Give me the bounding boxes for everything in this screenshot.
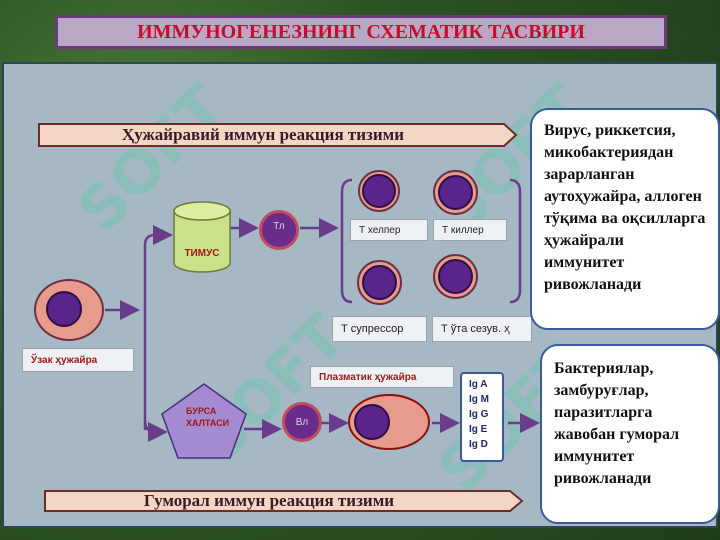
title-banner: ИММУНОГЕНЕЗНИНГ СХЕМАТИК ТАСВИРИ bbox=[55, 15, 667, 49]
bursa-label: БУРСА ХАЛТАСИ bbox=[186, 405, 229, 429]
ig-item: Ig D bbox=[469, 439, 488, 450]
page-title: ИММУНОГЕНЕЗНИНГ СХЕМАТИК ТАСВИРИ bbox=[137, 20, 585, 43]
ig-item: Ig M bbox=[469, 394, 489, 405]
plasma-cell-nucleus bbox=[354, 404, 390, 440]
bursa-label-line1: БУРСА bbox=[186, 406, 217, 416]
t-lymphocyte-label: Тл bbox=[273, 220, 285, 232]
cellular-banner-label: Ҳужайравий иммун реакция тизими bbox=[121, 125, 405, 144]
immunoglobulin-list: Ig A Ig M Ig G Ig E Ig D bbox=[460, 372, 504, 462]
stem-cell-nucleus bbox=[46, 291, 82, 327]
b-lymphocyte: Вл bbox=[282, 402, 322, 442]
t-suppressor-nucleus bbox=[362, 265, 397, 300]
t-memory-label: Т ўта сезув. ҳ bbox=[432, 316, 532, 342]
t-helper-label: Т хелпер bbox=[350, 219, 428, 241]
t-suppressor-label: Т супрессор bbox=[332, 316, 427, 342]
t-lymphocyte: Тл bbox=[259, 210, 299, 250]
ig-item: Ig E bbox=[469, 424, 488, 435]
bursa-label-line2: ХАЛТАСИ bbox=[186, 418, 230, 428]
bracket-right bbox=[509, 178, 522, 304]
b-lymphocyte-label: Вл bbox=[295, 416, 309, 428]
stem-cell-label: Ўзак ҳужайра bbox=[22, 348, 134, 372]
bracket-left bbox=[340, 178, 353, 304]
plasma-cell-label: Плазматик ҳужайра bbox=[310, 366, 454, 388]
t-killer-label: Т киллер bbox=[433, 219, 507, 241]
t-killer-nucleus bbox=[438, 175, 473, 210]
ig-item: Ig A bbox=[469, 379, 488, 390]
thymus-cylinder bbox=[173, 201, 231, 273]
t-memory-nucleus bbox=[438, 259, 473, 294]
cellular-immunity-note: Вирус, риккетсия, микобактериядан зарарл… bbox=[530, 108, 720, 330]
humoral-immunity-note: Бактериялар, замбуруғлар, паразитларга ж… bbox=[540, 344, 720, 524]
arrow-to-thymus bbox=[143, 225, 173, 430]
cellular-banner: Ҳужайравий иммун реакция тизими bbox=[38, 122, 518, 148]
arrow-to-bursa bbox=[143, 419, 168, 442]
t-helper-nucleus bbox=[362, 174, 396, 208]
humoral-banner: Гуморал иммун реакция тизими bbox=[44, 489, 524, 513]
humoral-banner-label: Гуморал иммун реакция тизими bbox=[143, 491, 395, 510]
bursa-pentagon bbox=[161, 383, 247, 459]
ig-item: Ig G bbox=[469, 409, 489, 420]
thymus-label: ТИМУС bbox=[184, 248, 220, 259]
